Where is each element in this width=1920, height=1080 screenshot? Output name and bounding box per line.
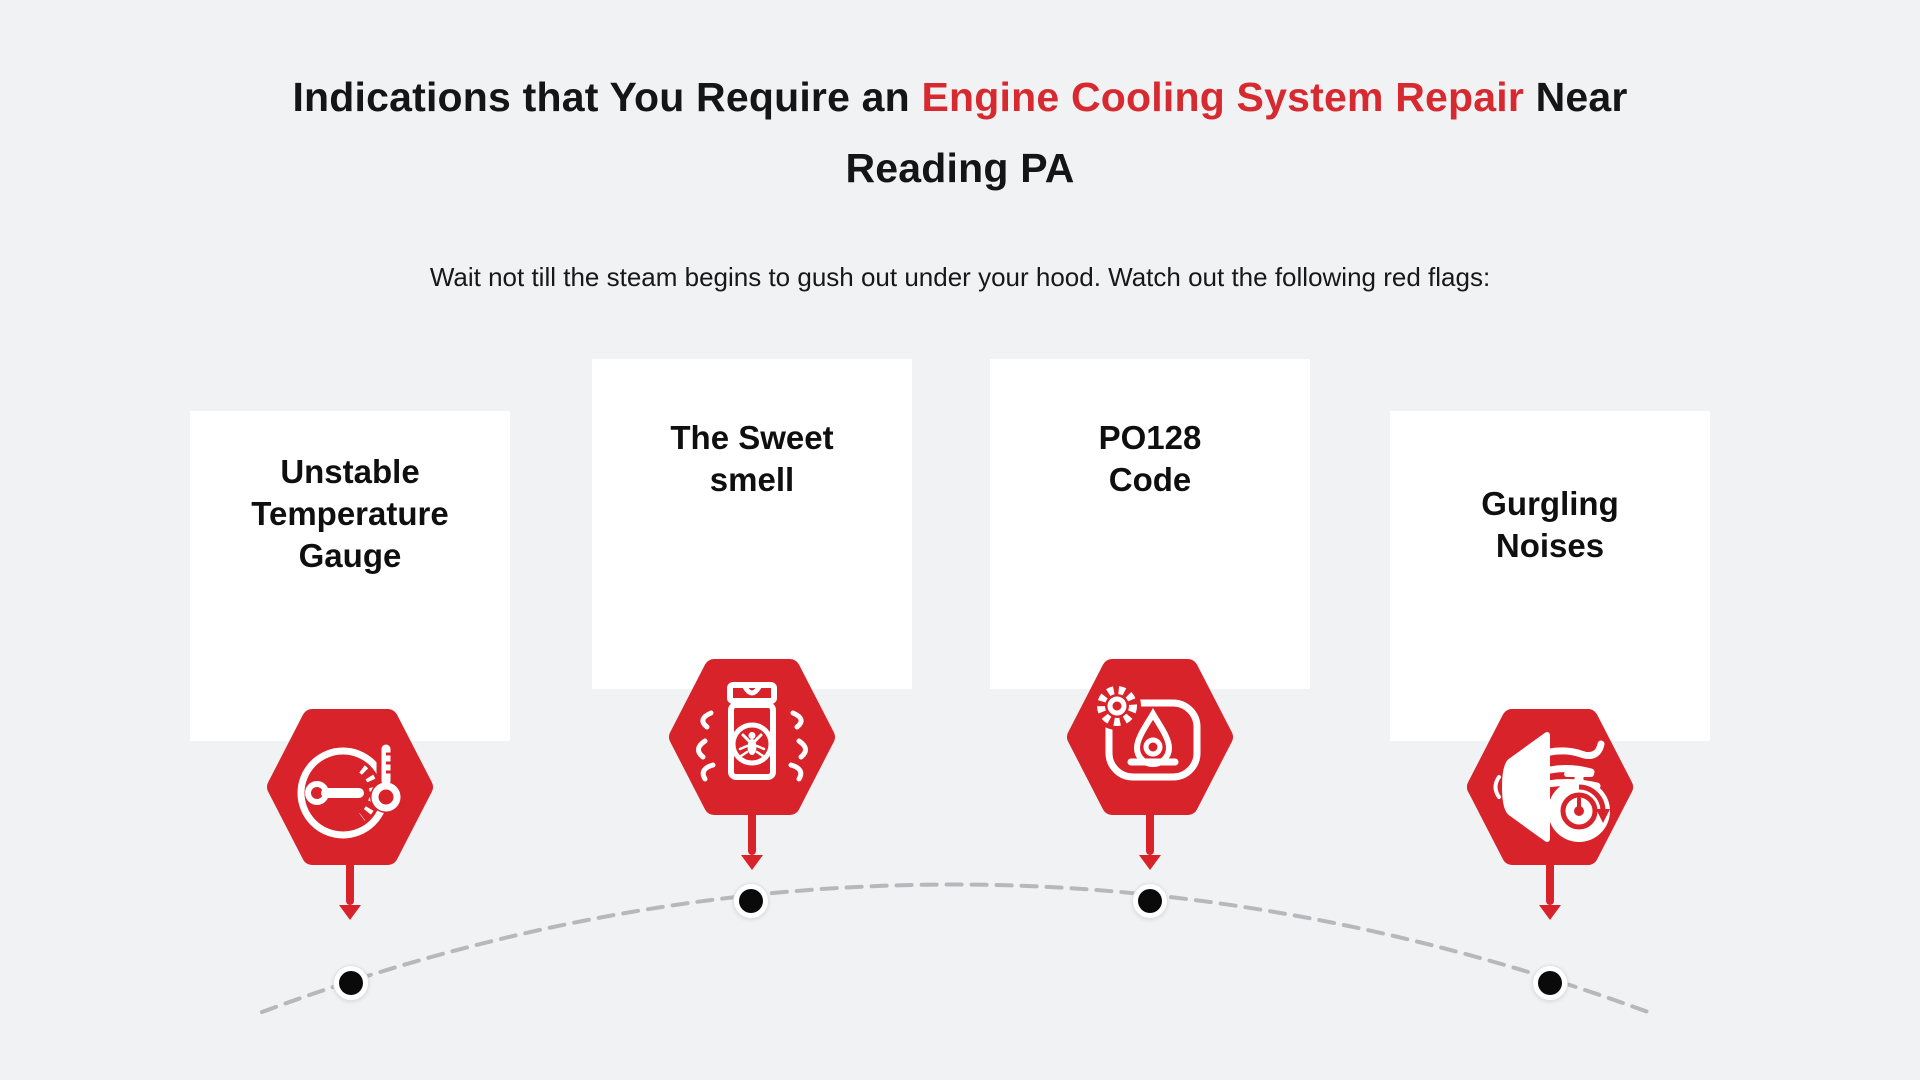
title-line-2: Reading PA xyxy=(845,144,1075,191)
temperature-gauge-icon xyxy=(267,709,433,865)
page-subtitle: Wait not till the steam begins to gush o… xyxy=(429,262,1491,292)
timeline-dot xyxy=(1132,883,1168,919)
title-highlight: Engine Cooling System Repair xyxy=(921,74,1524,120)
title-text-prefix: Indications that You Require an xyxy=(292,74,922,120)
p0128-gauge-icon xyxy=(1067,659,1233,815)
gurgling-noise-icon xyxy=(1467,709,1633,865)
card-unstable-temperature-gauge: Unstable Temperature Gauge xyxy=(190,411,510,741)
card-gurgling-noises: Gurgling Noises xyxy=(1390,411,1710,741)
card-label: PO128 Code xyxy=(1098,419,1202,498)
timeline-dot xyxy=(1532,965,1568,1001)
down-arrow xyxy=(1139,809,1161,870)
timeline-dot xyxy=(733,883,769,919)
page-title: Indications that You Require an Engine C… xyxy=(0,62,1920,203)
card-label: Gurgling Noises xyxy=(1481,485,1619,564)
down-arrow xyxy=(339,859,361,920)
title-line-1: Indications that You Require an Engine C… xyxy=(0,62,1920,133)
sweet-smell-icon xyxy=(669,659,835,815)
down-arrow xyxy=(741,809,763,870)
title-text-suffix: Near xyxy=(1524,74,1628,120)
card-sweet-smell: The Sweet smell xyxy=(592,359,912,689)
down-arrow xyxy=(1539,859,1561,920)
card-label: The Sweet smell xyxy=(670,419,834,498)
card-label: Unstable Temperature Gauge xyxy=(251,453,449,574)
timeline-dot xyxy=(333,965,369,1001)
card-p0128-code: PO128 Code xyxy=(990,359,1310,689)
